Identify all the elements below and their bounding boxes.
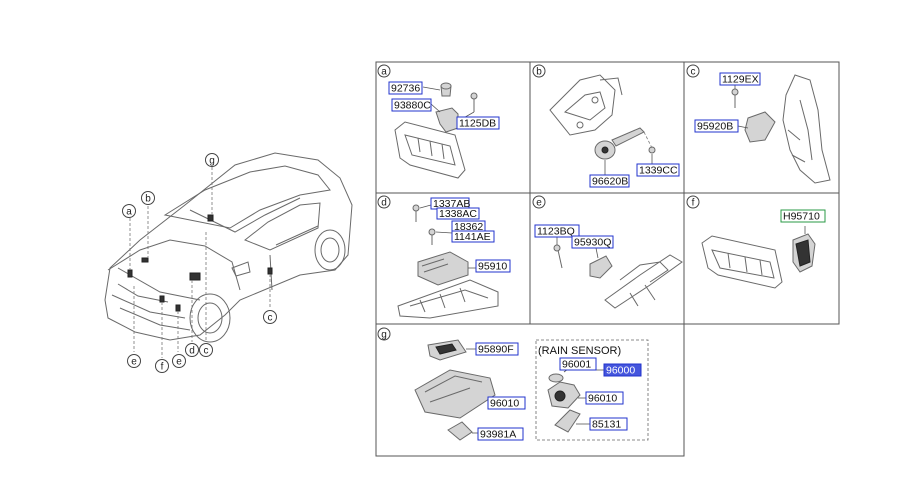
part-label-95920b[interactable]: 95920B [694, 119, 739, 133]
callout-a: a [122, 204, 136, 218]
parts-grid [375, 61, 840, 457]
svg-text:96001: 96001 [562, 359, 591, 371]
svg-text:1141AE: 1141AE [454, 231, 491, 243]
callout-e-front: e [127, 354, 141, 368]
part-label-96620b[interactable]: 96620B [589, 174, 630, 188]
svg-text:93981A: 93981A [480, 429, 516, 441]
callout-b: b [141, 191, 155, 205]
section-a: a 92736 93880C 1125DB [377, 64, 500, 179]
svg-text:92736: 92736 [391, 83, 420, 95]
section-letter-c: c [686, 64, 700, 78]
part-label-93880c[interactable]: 93880C [391, 98, 432, 112]
part-label-1141ae[interactable]: 1141AE [451, 230, 495, 243]
part-label-92736[interactable]: 92736 [388, 81, 423, 95]
svg-text:a: a [126, 207, 132, 218]
svg-text:c: c [268, 313, 273, 324]
rain-sensor-title: (RAIN SENSOR) [538, 345, 621, 357]
part-label-96000[interactable]: 96000 [603, 363, 642, 377]
part-label-95930q[interactable]: 95930Q [571, 235, 614, 249]
svg-text:e: e [176, 357, 182, 368]
section-d: d 1337AB 1338AC 18362 1141AE 95910 [377, 195, 511, 319]
rain-sensor-group [535, 339, 649, 441]
svg-text:c: c [691, 67, 696, 78]
svg-text:1125DB: 1125DB [459, 118, 496, 130]
svg-text:96010: 96010 [588, 393, 617, 405]
svg-text:85131: 85131 [592, 419, 621, 431]
section-e: e 1123BQ 95930Q [532, 195, 683, 309]
svg-text:f: f [692, 198, 695, 209]
svg-text:18362: 18362 [454, 221, 483, 233]
part-label-h95710[interactable]: H95710 [780, 209, 826, 223]
part-label-1129ex[interactable]: 1129EX [719, 72, 761, 86]
section-c: c 1129EX 95920B [686, 64, 831, 184]
part-label-93981a[interactable]: 93981A [477, 427, 524, 441]
part-label-1338ac[interactable]: 1338AC [436, 207, 480, 220]
svg-text:95920B: 95920B [697, 121, 733, 133]
callout-g: g [205, 153, 219, 167]
section-letter-f: f [686, 195, 700, 209]
section-b: b 96620B 1339CC [532, 64, 680, 188]
svg-text:b: b [536, 67, 542, 78]
callout-c-2: c [199, 343, 213, 357]
svg-text:d: d [189, 346, 195, 357]
svg-text:1339CC: 1339CC [639, 165, 678, 177]
svg-text:b: b [145, 194, 151, 205]
svg-text:c: c [204, 346, 209, 357]
part-label-1125db[interactable]: 1125DB [456, 116, 500, 130]
svg-text:1129EX: 1129EX [722, 74, 759, 86]
svg-text:a: a [381, 67, 387, 78]
section-letter-a: a [377, 64, 391, 78]
section-g: g 95890F 96010 93981A (RAIN SENSOR) 9600… [377, 327, 649, 441]
svg-text:d: d [381, 198, 387, 209]
svg-text:1337AB: 1337AB [433, 198, 470, 210]
svg-text:96000: 96000 [606, 365, 635, 377]
svg-text:H95710: H95710 [783, 211, 820, 223]
section-letter-g: g [377, 327, 391, 341]
svg-text:1123BQ: 1123BQ [537, 226, 575, 238]
section-letter-e: e [532, 195, 546, 209]
part-label-96001[interactable]: 96001 [559, 357, 597, 371]
part-label-96010-console[interactable]: 96010 [487, 396, 526, 410]
car-illustration [104, 152, 353, 358]
svg-text:1338AC: 1338AC [439, 208, 477, 220]
svg-text:93880C: 93880C [394, 100, 431, 112]
svg-text:96010: 96010 [490, 398, 519, 410]
callout-d: d [185, 343, 199, 357]
svg-text:g: g [209, 156, 215, 167]
svg-text:95910: 95910 [478, 261, 507, 273]
svg-text:e: e [536, 198, 542, 209]
part-label-95910[interactable]: 95910 [475, 259, 511, 273]
part-label-1339cc[interactable]: 1339CC [636, 163, 680, 177]
callout-c: c [263, 310, 277, 324]
svg-text:96620B: 96620B [592, 176, 628, 188]
part-label-85131[interactable]: 85131 [589, 417, 628, 431]
part-label-95890f[interactable]: 95890F [475, 342, 519, 356]
svg-text:e: e [131, 357, 137, 368]
callout-f: f [155, 359, 169, 373]
section-letter-b: b [532, 64, 546, 78]
svg-text:95930Q: 95930Q [574, 237, 611, 249]
part-label-1123bq[interactable]: 1123BQ [534, 224, 580, 238]
svg-text:g: g [381, 330, 387, 341]
part-label-96010-rain[interactable]: 96010 [585, 391, 624, 405]
callout-e-rear: e [172, 354, 186, 368]
svg-text:95890F: 95890F [478, 344, 514, 356]
section-f: f H95710 [686, 195, 826, 289]
svg-text:f: f [161, 362, 164, 373]
section-letter-d: d [377, 195, 391, 209]
